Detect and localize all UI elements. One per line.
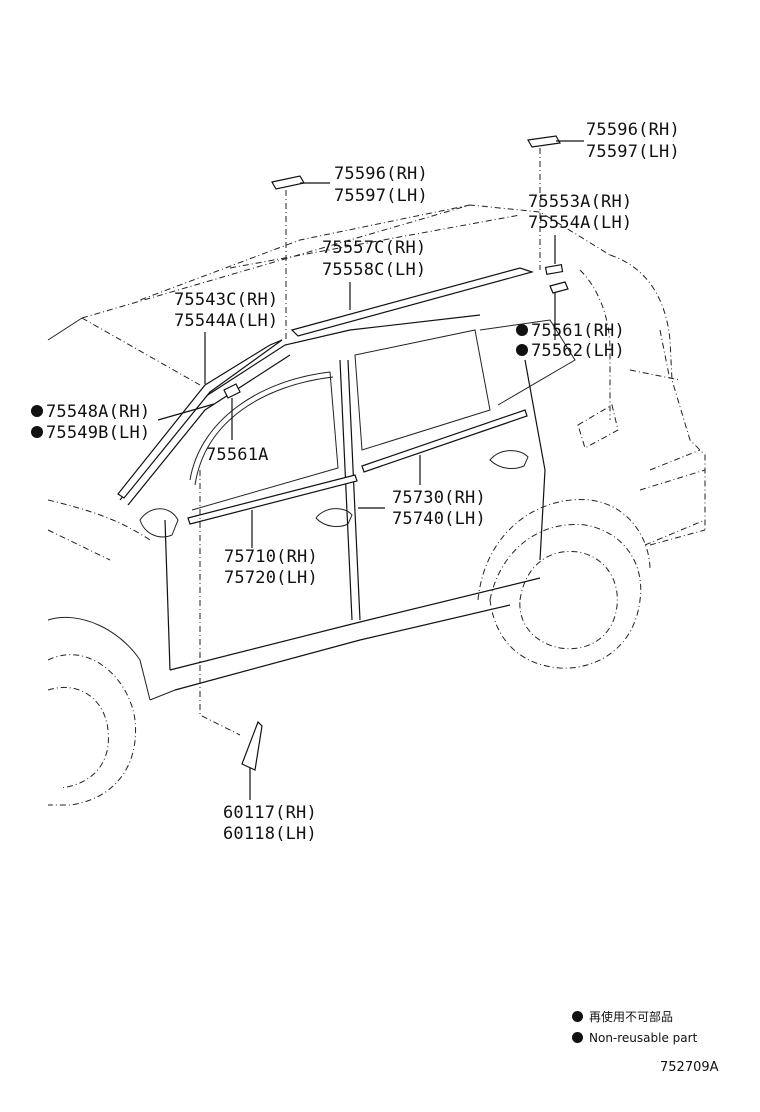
label-75548a-rh: 75548A(RH) — [46, 402, 150, 422]
label-75720-lh: 75720(LH) — [224, 568, 318, 588]
legend-jp-text: 再使用不可部品 — [589, 1010, 674, 1024]
vehicle-outline — [47, 204, 706, 806]
label-75710-rh: 75710(RH) — [224, 547, 318, 567]
label-75557c-rh: 75557C(RH) — [322, 238, 426, 258]
label-60117-rh: 60117(RH) — [223, 803, 317, 823]
mirror-garnish-60117 — [241, 720, 263, 771]
label-75730-rh: 75730(RH) — [392, 488, 486, 508]
front-door-belt-moulding — [187, 474, 358, 525]
label-75543c-rh: 75543C(RH) — [174, 290, 278, 310]
legend-row-en: Non-reusable part — [572, 1027, 697, 1048]
roof-drip-moulding — [290, 267, 535, 337]
label-75596-rh-top: 75596(RH) — [586, 120, 680, 140]
label-75597-lh-top: 75597(LH) — [586, 142, 680, 162]
non-reusable-marker — [516, 344, 528, 356]
label-75596-rh: 75596(RH) — [334, 164, 428, 184]
parts — [117, 135, 569, 771]
label-75561-rh: 75561(RH) — [531, 321, 625, 341]
non-reusable-marker — [31, 426, 43, 438]
non-reusable-marker — [516, 324, 528, 336]
label-75553a-rh: 75553A(RH) — [528, 192, 632, 212]
label-75544a-lh: 75544A(LH) — [174, 311, 278, 331]
label-75561a: 75561A — [206, 445, 269, 465]
label-75562-lh: 75562(LH) — [531, 341, 625, 361]
label-75558c-lh: 75558C(LH) — [322, 260, 426, 280]
legend: 再使用不可部品 Non-reusable part — [572, 1006, 697, 1048]
rear-door-belt-moulding — [361, 409, 528, 473]
label-75549b-lh: 75549B(LH) — [46, 423, 150, 443]
windshield-moulding — [117, 339, 283, 499]
leader-lines — [157, 140, 584, 800]
label-75740-lh: 75740(LH) — [392, 509, 486, 529]
legend-en-text: Non-reusable part — [589, 1030, 698, 1045]
front-door-frame-moulding — [194, 376, 334, 486]
label-75597-lh: 75597(LH) — [334, 186, 428, 206]
legend-row-jp: 再使用不可部品 — [572, 1006, 697, 1027]
diagram-code: 752709A — [660, 1060, 719, 1075]
clip-75596-rear — [527, 135, 561, 148]
bullet-icon — [572, 1032, 583, 1043]
bullet-icon — [572, 1011, 583, 1022]
clip-75561 — [549, 281, 569, 294]
part-labels: 75596(RH) 75597(LH) 75596(RH) 75597(LH) … — [31, 120, 680, 844]
clip-75561a — [223, 383, 241, 399]
non-reusable-marker — [31, 405, 43, 417]
clip-75596-front — [271, 175, 305, 190]
label-75554a-lh: 75554A(LH) — [528, 213, 632, 233]
clip-75553a — [544, 263, 564, 276]
label-60118-lh: 60118(LH) — [223, 824, 317, 844]
